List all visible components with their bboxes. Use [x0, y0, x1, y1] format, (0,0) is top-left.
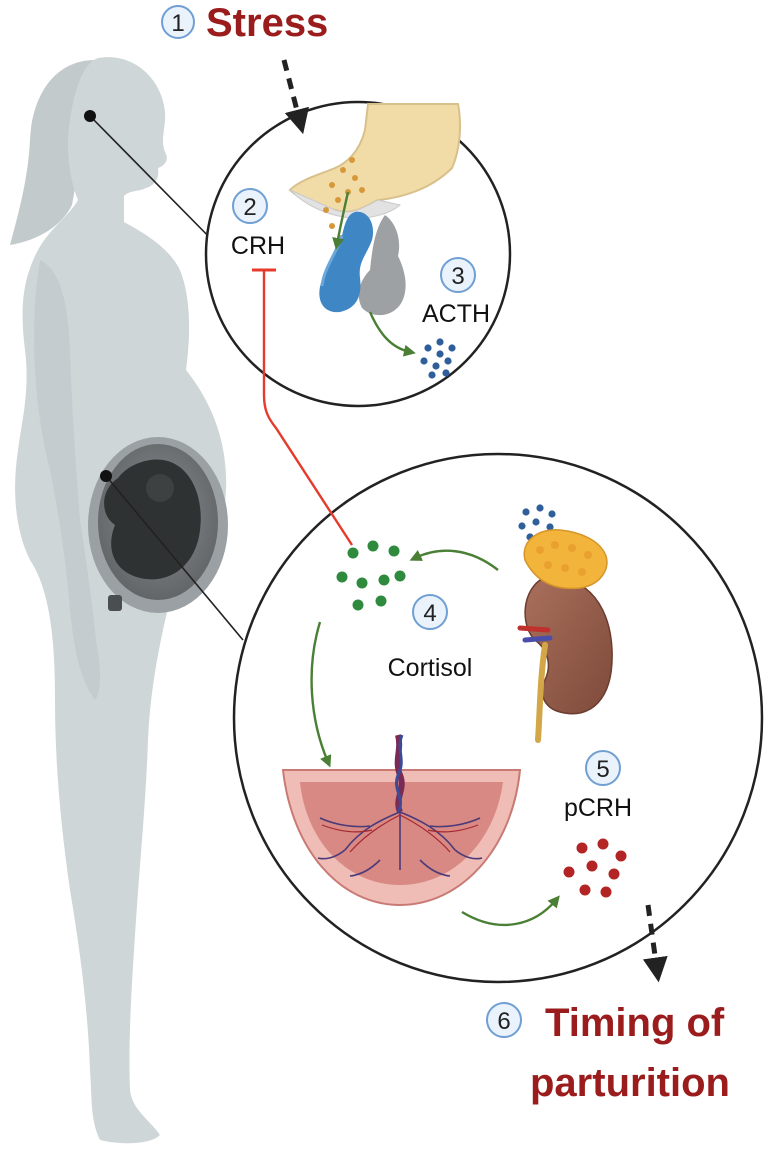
pointer-dot-head [84, 110, 96, 122]
step-4-badge [412, 594, 448, 630]
crh-flow-arrow [332, 191, 350, 250]
step-2-badge [232, 188, 268, 224]
step-5-number: 5 [596, 756, 609, 783]
step-4-cortisol: 4 Cortisol [388, 594, 473, 682]
uterus-fetus [88, 437, 228, 613]
step-5-pcrh: 5 pCRH [564, 750, 632, 822]
step-3-acth: 3 ACTH [422, 257, 490, 328]
step-1-badge [161, 5, 195, 39]
placenta-to-pcrh-arrow [461, 895, 560, 927]
connector-head [89, 115, 223, 251]
anterior-pituitary [319, 211, 374, 313]
stress-dashed-arrow [281, 59, 309, 135]
pcrh-label: pCRH [564, 794, 632, 822]
kidney-adrenal [517, 529, 613, 743]
step-5-badge [585, 750, 621, 786]
cortisol-label: Cortisol [388, 654, 473, 682]
adrenal-placenta-inset [232, 452, 764, 984]
acth-release-arrow [368, 311, 416, 357]
step-1-number: 1 [171, 10, 184, 37]
timing-label: Timing of [545, 1001, 725, 1045]
parturition-dashed-arrow [642, 904, 668, 983]
step-3-number: 3 [451, 263, 464, 290]
stress-label: Stress [206, 1, 328, 45]
cortisol-molecules [336, 540, 406, 611]
step-2-number: 2 [243, 194, 256, 221]
connector-uterus [105, 475, 244, 641]
step-6-parturition: 6 Timing of parturition [486, 1001, 730, 1105]
cortisol-to-placenta-arrow [310, 621, 332, 768]
step-4-number: 4 [423, 600, 436, 627]
step-2-crh: 2 CRH [231, 188, 285, 260]
negative-feedback-line [252, 268, 354, 546]
adrenal-to-cortisol-arrow [409, 549, 499, 571]
placenta [281, 734, 522, 907]
posterior-pituitary [358, 215, 406, 316]
step-1-stress: 1 Stress [161, 1, 328, 45]
acth-label: ACTH [422, 300, 490, 328]
step-6-badge [486, 1002, 522, 1038]
crh-label: CRH [231, 232, 285, 260]
brain-inset [204, 100, 512, 408]
parturition-label: parturition [530, 1061, 730, 1105]
step-3-badge [440, 257, 476, 293]
pointer-dot-uterus [100, 470, 112, 482]
step-6-number: 6 [497, 1008, 510, 1035]
pcrh-molecules [563, 838, 627, 898]
acth-molecules [420, 338, 456, 379]
